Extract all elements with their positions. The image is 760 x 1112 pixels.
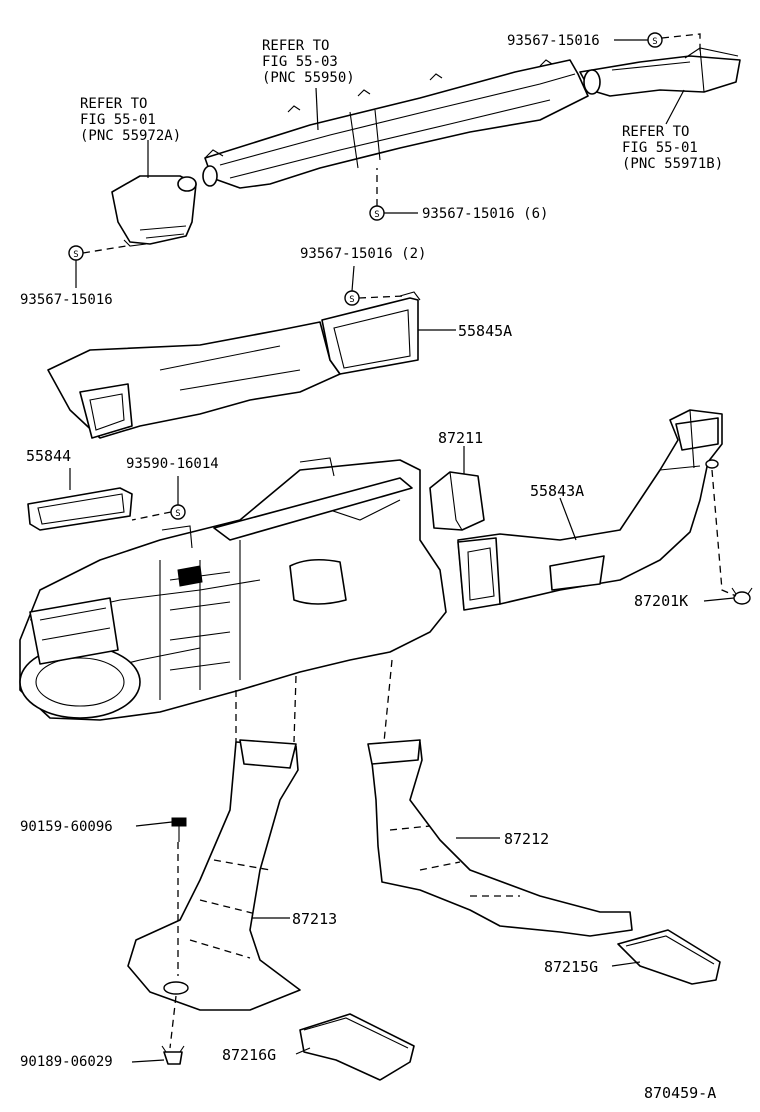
label-screw-left: 93567-15016	[20, 292, 113, 308]
label-87211: 87211	[438, 429, 483, 447]
figure-number: 870459-A	[644, 1084, 716, 1102]
side-defroster-right	[579, 47, 741, 97]
refer-top-line3: (PNC 55950)	[262, 70, 355, 86]
label-screw-top-right: 93567-15016	[507, 33, 600, 49]
refer-right-line1: REFER TO	[622, 124, 689, 140]
side-defroster-left	[111, 175, 197, 247]
refer-left-line2: FIG 55-01	[80, 112, 156, 128]
outlet-87215g	[617, 929, 721, 985]
refer-left-line3: (PNC 55972A)	[80, 128, 181, 144]
label-87213: 87213	[292, 910, 337, 928]
clip-87201k-icon	[733, 591, 751, 605]
duct-55844	[27, 487, 133, 531]
outlet-87216g	[299, 1013, 415, 1081]
duct-87212	[367, 739, 633, 937]
refer-top-line2: FIG 55-03	[262, 54, 338, 70]
label-87201k: 87201K	[634, 592, 688, 610]
label-90189: 90189-06029	[20, 1054, 113, 1070]
heater-unit-assembly	[19, 457, 447, 721]
refer-right-line3: (PNC 55971B)	[622, 156, 723, 172]
refer-right-line2: FIG 55-01	[622, 140, 698, 156]
duct-55843a	[457, 409, 723, 611]
screw-s-letter: S	[73, 250, 78, 260]
label-screw-2: 93567-15016 (2)	[300, 246, 426, 262]
duct-87211	[429, 471, 485, 531]
label-87212: 87212	[504, 830, 549, 848]
label-55845a: 55845A	[458, 322, 512, 340]
screw-s-letter: S	[349, 295, 354, 305]
center-duct-55845a	[47, 291, 421, 439]
label-87215g: 87215G	[544, 958, 598, 976]
label-screw-center-6: 93567-15016 (6)	[422, 206, 548, 222]
duct-87213	[127, 739, 301, 1011]
defroster-duct-assembly	[202, 59, 589, 189]
labels: REFER TO FIG 55-03 (PNC 55950) REFER TO …	[20, 33, 723, 1102]
clip-90189-icon	[163, 1051, 183, 1065]
label-55844: 55844	[26, 447, 71, 465]
refer-left-line1: REFER TO	[80, 96, 147, 112]
label-90159: 90159-60096	[20, 819, 113, 835]
screw-s-letter: S	[175, 509, 180, 519]
assembly-dashed-lines	[82, 33, 737, 1049]
bolt-icon	[171, 817, 187, 827]
label-93590: 93590-16014	[126, 456, 219, 472]
label-55843a: 55843A	[530, 482, 584, 500]
label-87216g: 87216G	[222, 1046, 276, 1064]
screw-s-letter: S	[374, 210, 379, 220]
leader-lines	[69, 39, 735, 1063]
screw-s-letter: S	[652, 37, 657, 47]
refer-top-line1: REFER TO	[262, 38, 329, 54]
